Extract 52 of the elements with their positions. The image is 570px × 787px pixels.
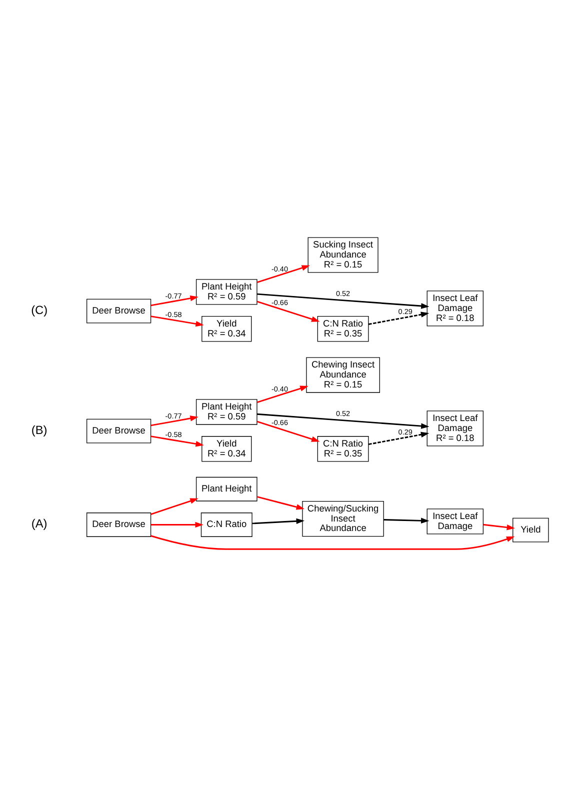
arrow [256, 413, 430, 429]
node-box: Chewing Insect Abundance R² = 0.15 [306, 357, 380, 393]
edge-label: -0.66 [271, 418, 288, 428]
node-box: Insect Leaf Damage [426, 508, 484, 534]
edge-label: -0.58 [165, 310, 182, 319]
arrow [257, 420, 320, 442]
arrow [483, 524, 515, 530]
edge-label: -0.77 [165, 291, 182, 300]
node-box: Insect Leaf Damage R² = 0.18 [426, 290, 484, 326]
edge-label: 0.52 [336, 288, 350, 298]
node-box: Plant Height R² = 0.59 [196, 279, 258, 305]
node-box: Deer Browse [86, 512, 152, 537]
edge-label: -0.66 [271, 298, 288, 307]
node-box: C:N Ratio R² = 0.35 [317, 436, 369, 462]
node-box: Deer Browse [86, 298, 152, 324]
arrow [384, 518, 430, 524]
arrow [252, 518, 304, 524]
edge-label: -0.58 [165, 430, 182, 439]
arrow [257, 265, 310, 284]
node-box: C:N Ratio R² = 0.35 [317, 316, 369, 342]
edge-label: -0.40 [271, 264, 288, 274]
node-box: Insect Leaf Damage R² = 0.18 [426, 410, 484, 446]
node-box: Chewing/Sucking Insect Abundance [302, 501, 384, 537]
arrow [150, 296, 198, 306]
edge-label: -0.40 [271, 384, 288, 394]
label: (B) [31, 422, 48, 437]
arrow [368, 432, 430, 446]
arrow [257, 386, 308, 404]
edge-label: 0.29 [398, 307, 412, 316]
arrow [150, 416, 198, 426]
node-box: Yield [512, 518, 549, 542]
arrow [257, 496, 305, 510]
node-box: Plant Height [196, 476, 258, 502]
edge-label: 0.29 [398, 427, 412, 436]
node-box: C:N Ratio [200, 512, 252, 537]
node-box: Yield R² = 0.34 [202, 436, 252, 462]
arrow [257, 300, 320, 322]
edge-label: -0.77 [165, 411, 182, 420]
node-box: Sucking Insect Abundance R² = 0.15 [308, 237, 378, 273]
arrow [150, 316, 204, 327]
arrow [150, 535, 515, 550]
arrow [368, 312, 430, 325]
arrow [150, 522, 204, 528]
node-box: Plant Height R² = 0.59 [196, 399, 258, 425]
arrow [150, 436, 204, 447]
label: (C) [31, 302, 48, 317]
arrow [150, 498, 198, 515]
label: (A) [31, 516, 48, 531]
edge-label: 0.52 [336, 408, 350, 418]
node-box: Deer Browse [86, 418, 152, 444]
arrow [256, 293, 430, 309]
node-box: Yield R² = 0.34 [202, 316, 252, 342]
